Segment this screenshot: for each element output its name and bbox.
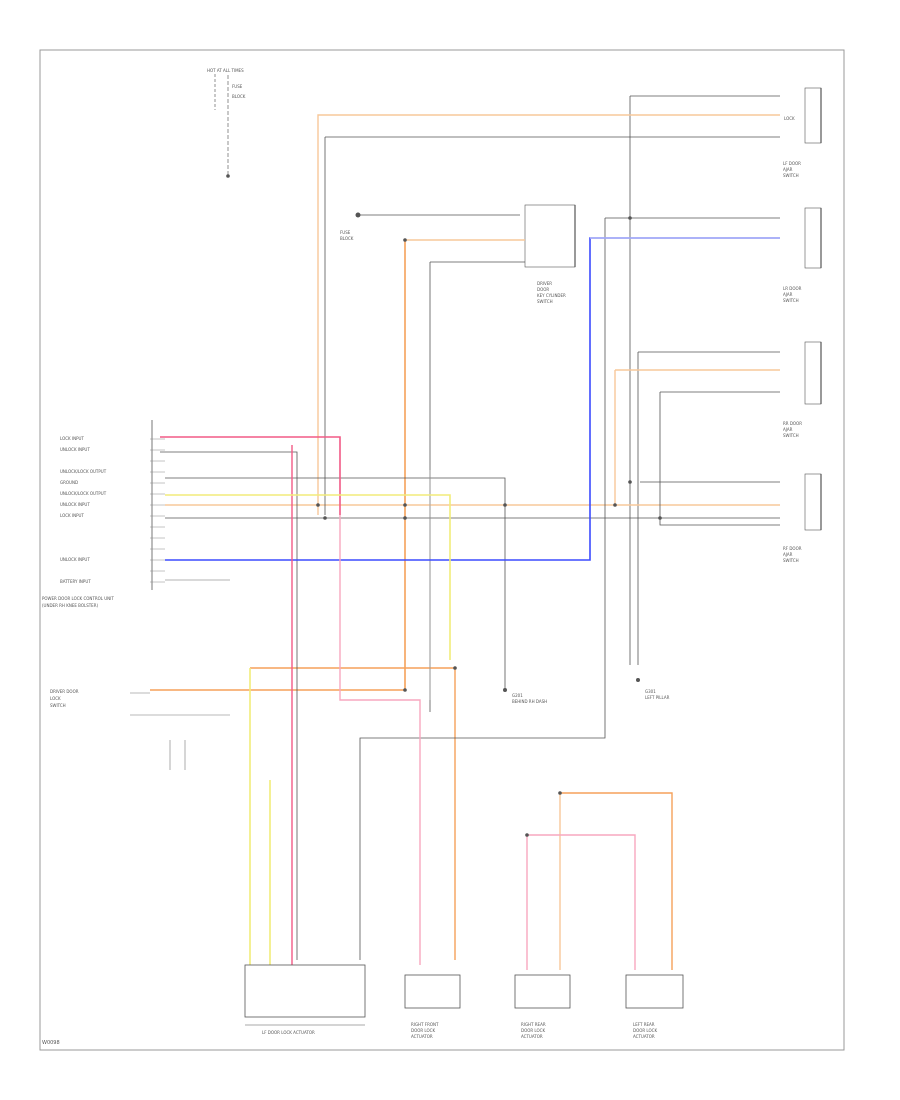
svg-text:LOCK: LOCK (50, 696, 61, 701)
control-unit-pin-label: UNLOCK/LOCK OUTPUT (60, 469, 107, 474)
lf-door-ajar-label: LF DOOR (783, 161, 801, 166)
rr-door-ajar-label: RR DOOR (783, 421, 802, 426)
pink-wires (160, 436, 636, 970)
control-unit-pin-label: UNLOCK/LOCK OUTPUT (60, 491, 107, 496)
lf-door-lock-actuator: LF DOOR LOCK ACTUATOR (244, 964, 366, 1035)
door-lock-switch-label: DRIVER DOOR (50, 689, 79, 694)
lr-door-lock-actuator: LEFT REAR DOOR LOCK ACTUATOR (625, 974, 684, 1039)
control-unit-pin-label: UNLOCK INPUT (60, 447, 90, 452)
svg-text:SWITCH: SWITCH (783, 558, 799, 563)
orange-wires (150, 114, 780, 970)
driver-lock-cylinder-switch: FUSE BLOCK DRIVER DOOR KEY CYLINDER SWIT… (340, 204, 576, 712)
ground-g201: G201 BEHIND RH DASH (503, 680, 547, 704)
svg-text:(UNDER RH KNEE BOLSTER): (UNDER RH KNEE BOLSTER) (42, 603, 98, 608)
diagram-border (39, 49, 845, 1051)
hot-at-all-times-block: HOT AT ALL TIMES FUSE BLOCK (207, 68, 246, 178)
control-unit-pin-label: LOCK INPUT (60, 436, 84, 441)
rf-door-ajar-switch: RF DOOR AJAR SWITCH (640, 473, 822, 563)
key-cyl-switch-label: DRIVER (537, 281, 552, 286)
black-wires (160, 136, 780, 960)
control-unit-label: POWER DOOR LOCK CONTROL UNIT (42, 596, 114, 601)
svg-text:SWITCH: SWITCH (537, 299, 553, 304)
svg-text:DOOR LOCK: DOOR LOCK (633, 1028, 657, 1033)
svg-text:AJAR: AJAR (783, 292, 793, 297)
svg-text:G301: G301 (645, 689, 656, 694)
svg-text:DOOR LOCK: DOOR LOCK (411, 1028, 435, 1033)
svg-text:BLOCK: BLOCK (232, 94, 246, 99)
splice-points (316, 216, 662, 837)
svg-text:RIGHT FRONT: RIGHT FRONT (411, 1022, 439, 1027)
svg-text:SWITCH: SWITCH (783, 433, 799, 438)
control-unit-pin-label: LOCK INPUT (60, 513, 84, 518)
svg-text:SWITCH: SWITCH (783, 173, 799, 178)
yellow-wires (165, 494, 451, 965)
svg-text:ACTUATOR: ACTUATOR (521, 1034, 543, 1039)
lf-door-ajar-switch: LF DOOR AJAR SWITCH LOCK (629, 87, 822, 665)
svg-text:SWITCH: SWITCH (783, 298, 799, 303)
svg-text:AJAR: AJAR (783, 427, 793, 432)
svg-text:KEY CYLINDER: KEY CYLINDER (537, 293, 566, 298)
diagram-code: W0098 (42, 1040, 60, 1046)
lr-door-ajar-label: LR DOOR (783, 286, 802, 291)
svg-text:RIGHT REAR: RIGHT REAR (521, 1022, 546, 1027)
control-unit-pin-label: BATTERY INPUT (60, 579, 91, 584)
dash-fuse-label: FUSE (340, 230, 351, 235)
control-unit-connector: LOCK INPUT UNLOCK INPUT UNLOCK/LOCK OUTPUT… (42, 420, 165, 608)
ground-g301: G301 LEFT PILLAR (636, 678, 670, 700)
hot-at-all-times-label: HOT AT ALL TIMES (207, 68, 244, 73)
driver-door-lock-switch: DRIVER DOOR LOCK SWITCH (50, 689, 230, 770)
control-unit-pin-label: UNLOCK INPUT (60, 502, 90, 507)
rf-door-lock-actuator: RIGHT FRONT DOOR LOCK ACTUATOR (404, 974, 461, 1039)
svg-text:DOOR: DOOR (537, 287, 549, 292)
svg-text:ACTUATOR: ACTUATOR (633, 1034, 655, 1039)
svg-text:AJAR: AJAR (783, 552, 793, 557)
svg-text:LEFT PILLAR: LEFT PILLAR (645, 695, 670, 700)
svg-text:AJAR: AJAR (783, 167, 793, 172)
control-unit-pin-label: UNLOCK INPUT (60, 557, 90, 562)
svg-text:BEHIND RH DASH: BEHIND RH DASH (512, 699, 547, 704)
rf-door-ajar-label: RF DOOR (783, 546, 802, 551)
lr-door-ajar-switch: LR DOOR AJAR SWITCH (605, 207, 822, 303)
lf-switch-lock-label: LOCK (784, 116, 795, 121)
svg-text:G201: G201 (512, 693, 523, 698)
rr-door-lock-actuator: RIGHT REAR DOOR LOCK ACTUATOR (514, 974, 571, 1039)
rr-door-ajar-switch: RR DOOR AJAR SWITCH (637, 341, 822, 665)
blue-wires (165, 237, 780, 561)
control-unit-pin-label: GROUND (60, 480, 78, 485)
svg-text:LF DOOR LOCK ACTUATOR: LF DOOR LOCK ACTUATOR (262, 1030, 315, 1035)
svg-text:SWITCH: SWITCH (50, 703, 66, 708)
svg-text:LEFT REAR: LEFT REAR (633, 1022, 655, 1027)
svg-text:BLOCK: BLOCK (340, 236, 354, 241)
grey-wires (165, 470, 431, 700)
svg-text:DOOR LOCK: DOOR LOCK (521, 1028, 545, 1033)
svg-text:FUSE: FUSE (232, 84, 243, 89)
svg-text:ACTUATOR: ACTUATOR (411, 1034, 433, 1039)
